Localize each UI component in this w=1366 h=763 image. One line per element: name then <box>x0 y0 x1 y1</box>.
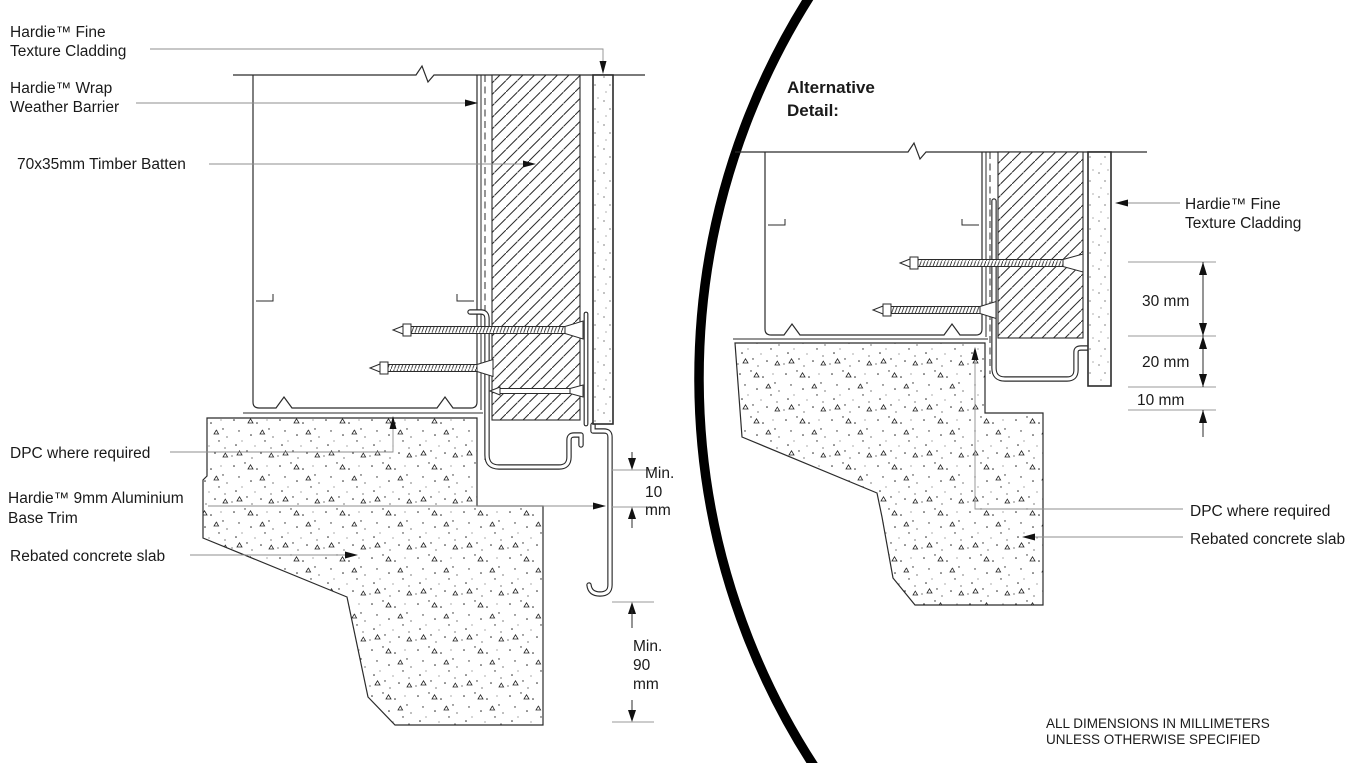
detail-circle-arc <box>694 0 818 763</box>
main-top-cut-line <box>233 64 645 84</box>
leader-weather-barrier-arrow <box>465 99 478 107</box>
main-wall-frame <box>252 75 478 409</box>
alt-wall-frame <box>764 152 983 336</box>
main-screw-upper <box>391 320 584 340</box>
dim-min90-word: Min. <box>633 638 662 655</box>
alt-heading-line1: Alternative <box>787 78 875 97</box>
label-alt-slab: Rebated concrete slab <box>1190 531 1345 548</box>
alt-timber-batten <box>997 151 1084 339</box>
leader-dpc <box>170 428 394 453</box>
dim-min90-value: 90 <box>633 657 651 674</box>
alt-cladding-board <box>1087 151 1112 387</box>
leader-cladding-arrow <box>599 61 607 74</box>
leader-cladding <box>150 48 604 64</box>
label-main-cladding-line2: Texture Cladding <box>10 43 126 60</box>
alt-concrete-slab <box>734 342 1044 606</box>
alt-dim-20: 20 mm <box>1142 354 1189 371</box>
label-main-batten: 70x35mm Timber Batten <box>17 156 186 173</box>
label-main-wrap-line2: Weather Barrier <box>10 99 119 116</box>
alt-top-cut-line <box>735 141 1147 161</box>
main-base-trim <box>467 309 613 597</box>
leader-dpc-arrow <box>389 416 397 429</box>
alt-screw-upper <box>898 253 1084 273</box>
alternative-detail: Alternative Detail: <box>733 78 1345 606</box>
dim-min10-word: Min. <box>645 465 674 482</box>
alt-frame-lip-left <box>768 219 786 226</box>
label-main-wrap-line1: Hardie™ Wrap <box>10 80 112 97</box>
main-frame-lip-left <box>256 294 274 302</box>
label-main-dpc: DPC where required <box>10 445 150 462</box>
main-frame-lip-right <box>456 294 474 302</box>
main-concrete-slab <box>202 417 544 726</box>
label-main-cladding-line1: Hardie™ Fine <box>10 24 106 41</box>
main-cladding-board <box>592 74 614 425</box>
alt-frame-lip-right <box>961 219 979 226</box>
dim-min10-value: 10 <box>645 484 663 501</box>
label-alt-cladding-line1: Hardie™ Fine <box>1185 196 1281 213</box>
label-alt-cladding-line2: Texture Cladding <box>1185 215 1301 232</box>
main-timber-batten <box>491 74 581 421</box>
footer-line2: UNLESS OTHERWISE SPECIFIED <box>1046 732 1261 747</box>
alt-screw-lower <box>871 300 997 320</box>
main-leaders <box>136 48 607 559</box>
alt-dim-10: 10 mm <box>1137 392 1184 409</box>
alt-dim-stack: 30 mm 20 mm 10 mm <box>1128 261 1216 437</box>
main-screw-lower <box>368 358 494 378</box>
alt-leader-dpc-arrow <box>971 347 979 360</box>
leader-base-trim-arrow <box>593 502 606 510</box>
leader-batten-arrow <box>523 160 536 168</box>
leader-slab-arrow <box>345 551 358 559</box>
alt-leader-cladding-arrow <box>1115 199 1128 207</box>
main-cladding-fixing <box>488 384 584 398</box>
label-main-slab: Rebated concrete slab <box>10 548 165 565</box>
dim-min90-unit: mm <box>633 676 659 693</box>
alt-dim-30: 30 mm <box>1142 293 1189 310</box>
dim-min-10: Min. 10 mm <box>612 452 674 528</box>
alt-base-trim <box>991 198 1090 382</box>
dim-min10-unit: mm <box>645 502 671 519</box>
alt-leader-slab-arrow <box>1022 533 1035 541</box>
main-detail: Min. 10 mm Min. 90 mm Hardie™ Fine Textu… <box>8 24 674 726</box>
alt-leader-dpc <box>974 360 1183 510</box>
alt-heading-line2: Detail: <box>787 101 839 120</box>
dim-min-90: Min. 90 mm <box>612 601 662 723</box>
footer-note: ALL DIMENSIONS IN MILLIMETERS UNLESS OTH… <box>1046 716 1270 747</box>
label-main-trim-line1: Hardie™ 9mm Aluminium <box>8 490 184 507</box>
footer-line1: ALL DIMENSIONS IN MILLIMETERS <box>1046 716 1270 731</box>
label-main-trim-line2: Base Trim <box>8 510 78 527</box>
alt-leaders <box>971 199 1183 541</box>
label-alt-dpc: DPC where required <box>1190 503 1330 520</box>
